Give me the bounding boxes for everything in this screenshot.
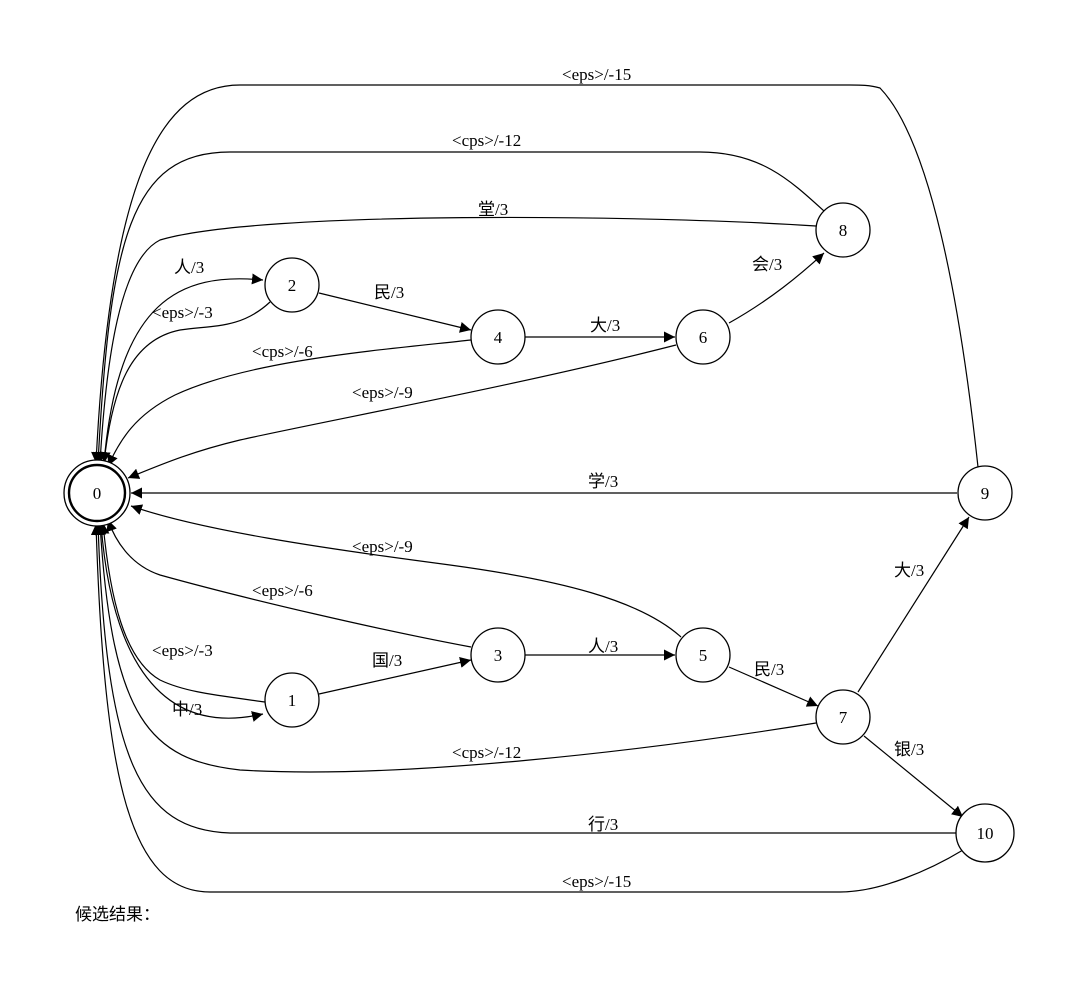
edge-6-0 bbox=[127, 344, 677, 479]
edge-1-3 bbox=[318, 657, 472, 695]
edge-label-7-0: <cps>/-12 bbox=[452, 743, 521, 762]
state-label-1: 1 bbox=[288, 691, 297, 710]
state-node-6: 6 bbox=[675, 309, 731, 365]
edge-7-10 bbox=[863, 735, 964, 818]
edge-label-5-7: 民/3 bbox=[754, 660, 784, 679]
edge-8-0-a bbox=[95, 216, 817, 464]
edge-label-4-0: <cps>/-6 bbox=[252, 342, 313, 361]
state-label-3: 3 bbox=[494, 646, 503, 665]
edge-10-0-b bbox=[90, 523, 964, 893]
edge-label-8-0-a: 堂/3 bbox=[478, 200, 508, 219]
state-label-6: 6 bbox=[699, 328, 708, 347]
state-label-8: 8 bbox=[839, 221, 848, 240]
edge-label-9-0-a: <eps>/-15 bbox=[562, 65, 631, 84]
edge-5-0 bbox=[130, 504, 682, 638]
edge-label-4-6: 大/3 bbox=[590, 316, 620, 335]
state-node-3: 3 bbox=[470, 627, 526, 683]
edge-label-6-0: <eps>/-9 bbox=[352, 383, 413, 402]
state-node-7: 7 bbox=[815, 689, 871, 745]
edge-label-1-0: <eps>/-3 bbox=[152, 641, 213, 660]
state-label-7: 7 bbox=[839, 708, 848, 727]
edge-label-7-10: 银/3 bbox=[894, 740, 924, 759]
state-label-0: 0 bbox=[93, 484, 102, 503]
edge-2-0 bbox=[99, 301, 271, 464]
state-node-2: 2 bbox=[264, 257, 320, 313]
state-node-8: 8 bbox=[815, 202, 871, 258]
edge-7-0 bbox=[95, 523, 817, 773]
state-label-9: 9 bbox=[981, 484, 990, 503]
state-node-5: 5 bbox=[675, 627, 731, 683]
state-node-0: 0 bbox=[63, 459, 131, 527]
candidate-results-caption: 候选结果： bbox=[75, 905, 160, 924]
edge-label-1-3: 国/3 bbox=[372, 651, 402, 670]
edge-label-8-0-b: <cps>/-12 bbox=[452, 131, 521, 150]
edge-6-8 bbox=[728, 252, 825, 324]
edge-label-3-0: <eps>/-6 bbox=[252, 581, 313, 600]
edge-label-10-0-a: 行/3 bbox=[588, 815, 618, 834]
edge-3-0 bbox=[106, 519, 472, 648]
edge-label-2-4: 民/3 bbox=[374, 283, 404, 302]
edge-label-2-0: <eps>/-3 bbox=[152, 303, 213, 322]
edge-label-9-0-b: 学/3 bbox=[588, 472, 618, 491]
edge-7-9 bbox=[857, 516, 970, 693]
nodes-group: 0 1 2 3 4 5 6 7 bbox=[63, 202, 1015, 863]
edge-label-5-0: <eps>/-9 bbox=[352, 537, 413, 556]
edge-labels-group: 人/3 民/3 大/3 会/3 堂/3 <cps>/-12 <eps>/-15 … bbox=[152, 65, 924, 891]
state-label-5: 5 bbox=[699, 646, 708, 665]
edge-label-10-0-b: <eps>/-15 bbox=[562, 872, 631, 891]
state-node-4: 4 bbox=[470, 309, 526, 365]
edge-5-7 bbox=[728, 666, 819, 707]
state-node-10: 10 bbox=[955, 803, 1015, 863]
state-label-10: 10 bbox=[977, 824, 994, 843]
edges-group bbox=[90, 84, 979, 893]
edge-label-0-2: 人/3 bbox=[174, 258, 204, 277]
edge-label-6-8: 会/3 bbox=[752, 255, 782, 274]
edge-1-0-a bbox=[98, 522, 266, 703]
edge-label-7-9: 大/3 bbox=[894, 561, 924, 580]
edge-2-4 bbox=[318, 292, 472, 333]
state-node-1: 1 bbox=[264, 672, 320, 728]
state-label-2: 2 bbox=[288, 276, 297, 295]
edge-0-1 bbox=[100, 523, 264, 722]
state-label-4: 4 bbox=[494, 328, 503, 347]
edge-8-0-b bbox=[93, 151, 825, 464]
state-node-9: 9 bbox=[957, 465, 1013, 521]
edge-label-0-1: 中/3 bbox=[172, 700, 202, 719]
edge-10-0-a bbox=[92, 523, 957, 834]
edge-9-0-a bbox=[91, 84, 979, 468]
edge-label-3-5: 人/3 bbox=[588, 637, 618, 656]
edge-4-0 bbox=[107, 339, 472, 467]
edge-0-2 bbox=[103, 273, 264, 464]
